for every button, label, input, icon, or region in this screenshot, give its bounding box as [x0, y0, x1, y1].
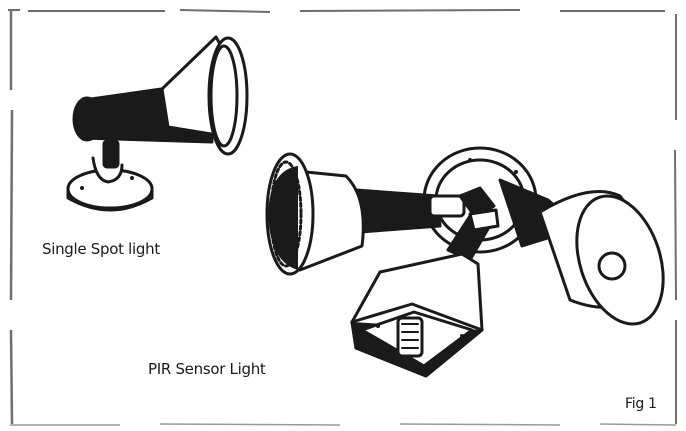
pir-sensor-light-label: PIR Sensor Light: [148, 360, 265, 378]
figure-number-label: Fig 1: [625, 396, 657, 412]
single-spot-light-label: Single Spot light: [42, 240, 160, 258]
